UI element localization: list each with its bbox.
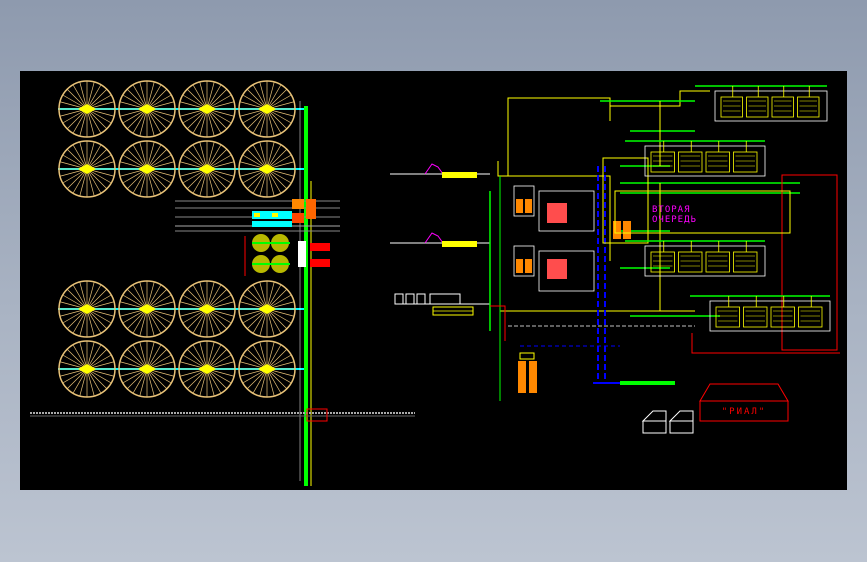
company-label: "РИАЛ" — [722, 407, 767, 417]
cad-viewport[interactable]: ВТОРАЯ ОЧЕРЕДЬ "РИАЛ" — [20, 71, 847, 490]
filter-banks — [625, 85, 831, 332]
circular-tank-field — [58, 80, 305, 398]
filter-bank[interactable] — [625, 240, 766, 277]
circular-tank[interactable] — [58, 340, 116, 398]
circular-tank[interactable] — [238, 280, 296, 338]
circular-tank[interactable] — [238, 340, 296, 398]
circular-tank[interactable] — [118, 80, 176, 138]
circular-tank[interactable] — [58, 80, 116, 138]
filter-bank[interactable] — [695, 85, 828, 122]
intake-structures — [390, 163, 490, 316]
circular-tank[interactable] — [118, 140, 176, 198]
circular-tank[interactable] — [238, 80, 296, 138]
circular-tank[interactable] — [178, 280, 236, 338]
circular-tank[interactable] — [178, 80, 236, 138]
circular-tank[interactable] — [238, 140, 296, 198]
central-manifold — [175, 199, 340, 276]
filter-bank[interactable] — [625, 140, 766, 177]
second-stage-outline — [614, 174, 840, 354]
circular-tank[interactable] — [58, 280, 116, 338]
second-stage-label-1: ВТОРАЯ — [652, 205, 691, 215]
storage-buildings — [620, 381, 694, 434]
circular-tank[interactable] — [118, 280, 176, 338]
treatment-units — [513, 157, 649, 393]
company-building[interactable] — [699, 383, 789, 422]
circular-tank[interactable] — [178, 340, 236, 398]
circular-tank[interactable] — [178, 140, 236, 198]
circular-tank[interactable] — [58, 140, 116, 198]
second-stage-label-2: ОЧЕРЕДЬ — [652, 215, 697, 225]
site-plan-drawing: ВТОРАЯ ОЧЕРЕДЬ "РИАЛ" — [30, 80, 840, 486]
circular-tank[interactable] — [118, 340, 176, 398]
ground-line — [30, 408, 415, 422]
filter-bank[interactable] — [690, 295, 831, 332]
main-pipeline — [299, 101, 312, 486]
